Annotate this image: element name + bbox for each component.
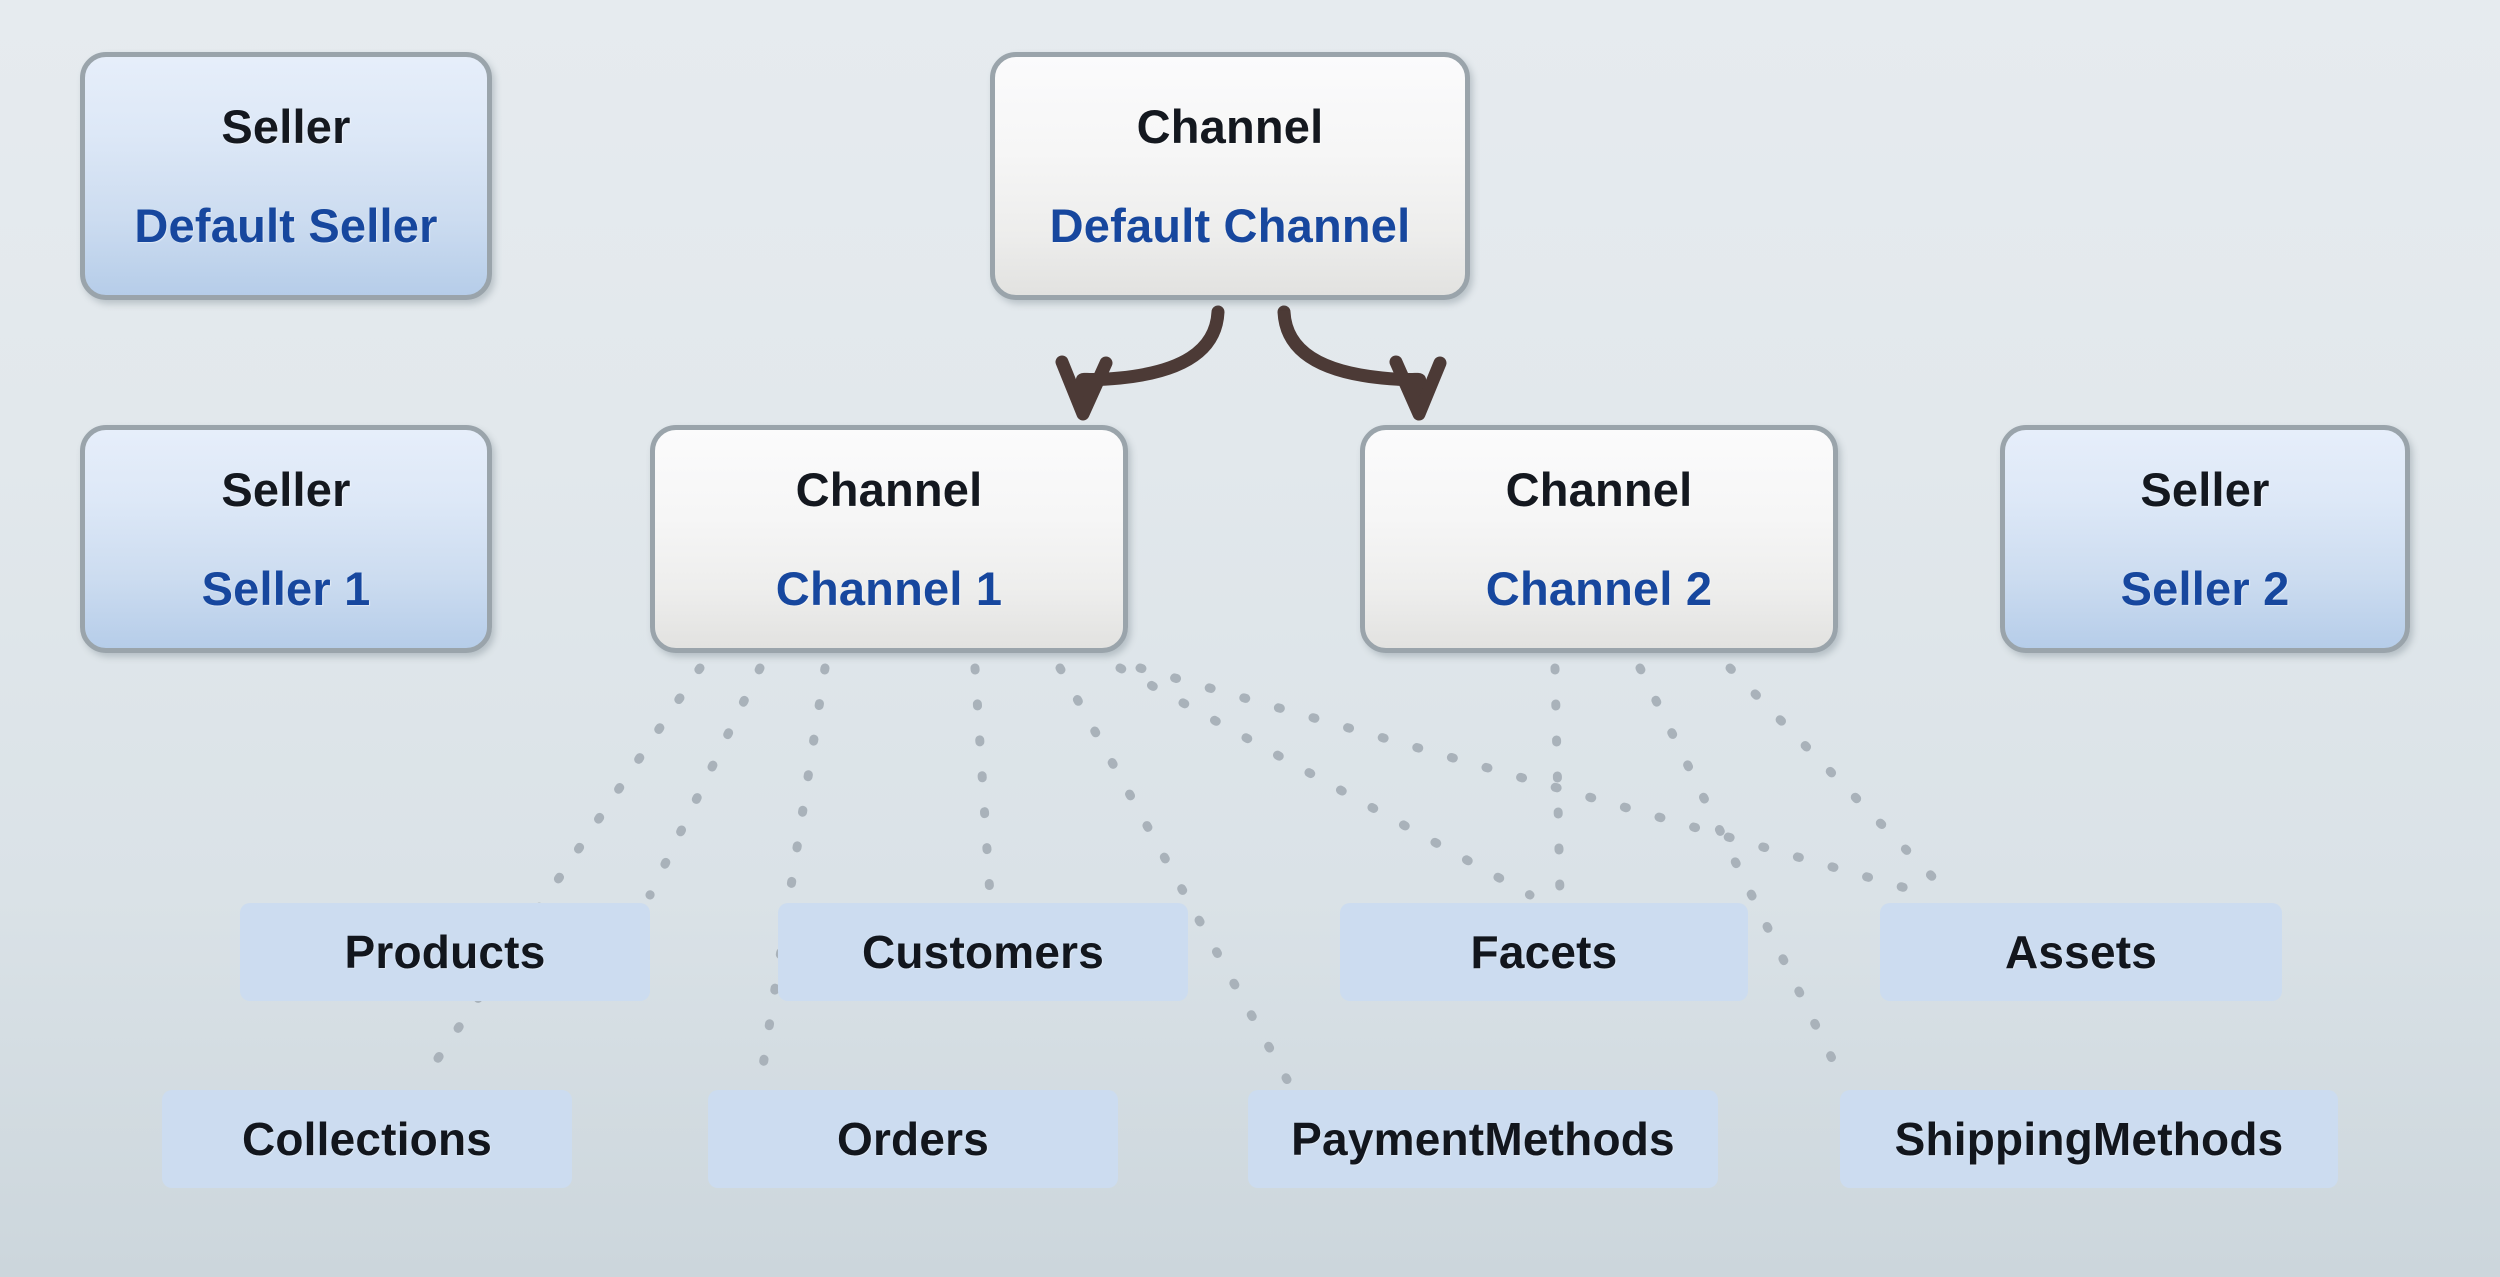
node-name-label: Channel 1 (775, 562, 1003, 615)
node-type-label: Seller (2140, 463, 2270, 516)
leaf-box-products[interactable]: Products (240, 903, 650, 1001)
node-name-label: Default Seller (134, 199, 438, 252)
leaf-box-shippingmethods[interactable]: ShippingMethods (1840, 1090, 2338, 1188)
leaf-box-assets[interactable]: Assets (1880, 903, 2282, 1001)
leaf-box-collections[interactable]: Collections (162, 1090, 572, 1188)
arrow-default-channel-to-channel2 (1277, 305, 1427, 411)
arrowhead-channel1 (1055, 355, 1113, 421)
arrow-default-channel-to-channel1 (1075, 305, 1225, 411)
dotted-link-channel1-facets (1115, 663, 1535, 900)
node-name-label: Seller 2 (2120, 562, 2290, 615)
node-type-label: Seller (221, 463, 351, 516)
node-type-label: Channel (1505, 463, 1693, 516)
dotted-link-channel1-assets (1135, 663, 1935, 900)
entity-node-default-seller[interactable]: Seller Default Seller (80, 52, 492, 300)
node-type-label: Seller (221, 100, 351, 153)
dotted-link-channel1-collections (415, 663, 705, 1090)
leaf-box-orders[interactable]: Orders (708, 1090, 1118, 1188)
entity-node-seller-1[interactable]: Seller Seller 1 (80, 425, 492, 653)
entity-node-channel-2[interactable]: Channel Channel 2 (1360, 425, 1838, 653)
dotted-link-channel2-facets (1550, 663, 1565, 900)
entity-node-channel-1[interactable]: Channel Channel 1 (650, 425, 1128, 653)
dotted-link-channel1-products (645, 663, 765, 900)
arrowhead-channel2 (1389, 355, 1447, 421)
node-type-label: Channel (795, 463, 983, 516)
dotted-link-channel1-orders (755, 663, 830, 1090)
leaf-box-facets[interactable]: Facets (1340, 903, 1748, 1001)
dotted-link-channel1-customers (970, 663, 995, 900)
entity-node-default-channel[interactable]: Channel Default Channel (990, 52, 1470, 300)
node-name-label: Default Channel (1049, 199, 1411, 252)
leaf-box-paymentmethods[interactable]: PaymentMethods (1248, 1090, 1718, 1188)
node-type-label: Channel (1136, 100, 1324, 153)
leaf-box-customers[interactable]: Customers (778, 903, 1188, 1001)
node-name-label: Seller 1 (201, 562, 371, 615)
entity-node-seller-2[interactable]: Seller Seller 2 (2000, 425, 2410, 653)
dotted-link-channel2-assets (1725, 663, 1955, 900)
dotted-link-channel2-shippingmethods (1635, 663, 1850, 1090)
dotted-link-channel1-paymentmethods (1055, 663, 1295, 1090)
node-name-label: Channel 2 (1485, 562, 1713, 615)
